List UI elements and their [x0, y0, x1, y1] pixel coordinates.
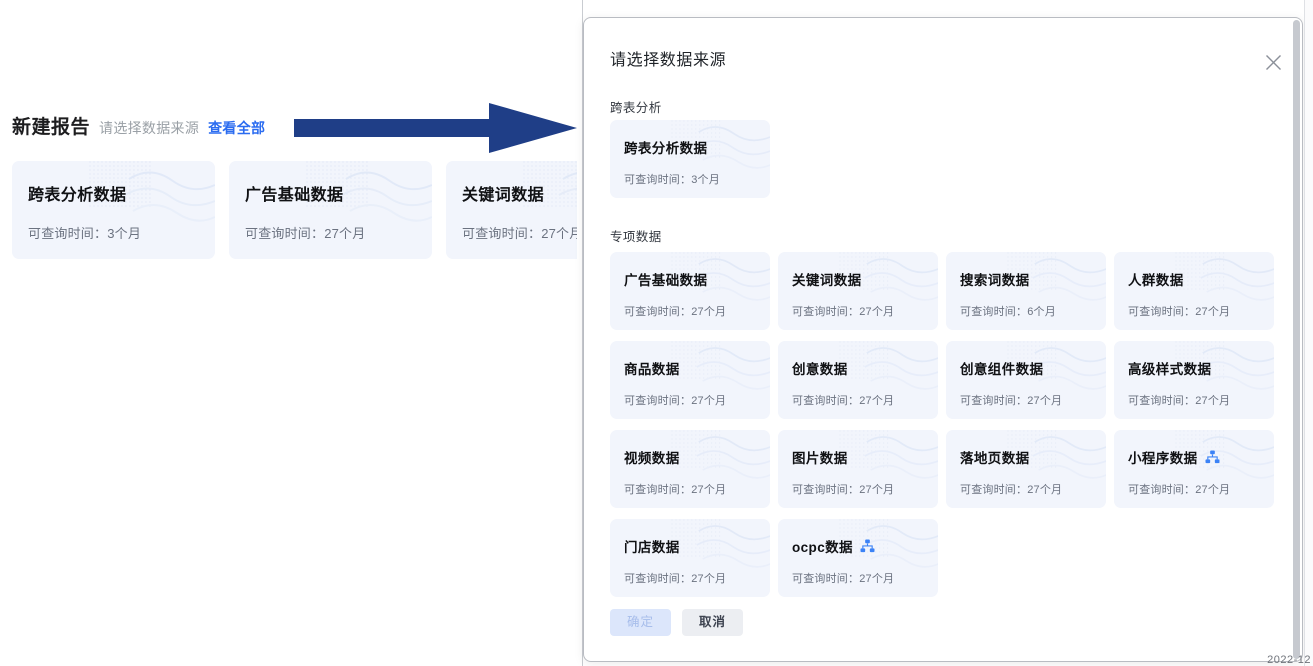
card-title-row: 人群数据 — [1128, 269, 1274, 289]
card-subtitle: 可查询时间：27个月 — [624, 306, 727, 318]
data-source-card[interactable]: 高级样式数据可查询时间：27个月 — [1114, 341, 1274, 419]
cancel-button[interactable]: 取消 — [682, 609, 744, 636]
card-title-row: 视频数据 — [624, 447, 770, 467]
card-title: 关键词数据 — [462, 187, 545, 204]
card-title-row: 图片数据 — [792, 447, 938, 467]
sitemap-icon[interactable] — [1205, 450, 1220, 464]
data-source-card-cross-table[interactable]: 跨表分析数据 可查询时间：3个月 — [610, 120, 770, 198]
card-title: 跨表分析数据 — [624, 141, 708, 156]
card-title: 广告基础数据 — [624, 273, 708, 288]
card-title: 跨表分析数据 — [28, 187, 127, 204]
data-source-card[interactable]: 小程序数据可查询时间：27个月 — [1114, 430, 1274, 508]
card-subtitle: 可查询时间：27个月 — [624, 395, 727, 407]
page-subtitle: 请选择数据来源 — [99, 120, 200, 136]
card-title-row: 广告基础数据 — [624, 269, 770, 289]
card-subtitle: 可查询时间：27个月 — [624, 573, 727, 585]
card-title: 创意数据 — [792, 362, 848, 377]
close-icon[interactable] — [1259, 48, 1287, 76]
card-title: 视频数据 — [624, 451, 680, 466]
card-title-row: 商品数据 — [624, 358, 770, 378]
data-source-card[interactable]: 落地页数据可查询时间：27个月 — [946, 430, 1106, 508]
page-header: 新建报告 请选择数据来源 查看全部 — [12, 112, 265, 139]
card-decoration — [89, 161, 215, 222]
scrollbar-thumb[interactable] — [1293, 20, 1300, 659]
card-title-row: 搜索词数据 — [960, 269, 1106, 289]
data-source-card[interactable]: 搜索词数据可查询时间：6个月 — [946, 252, 1106, 330]
card-title-row: 门店数据 — [624, 536, 770, 556]
card-title-row: 小程序数据 — [1128, 447, 1274, 467]
card-subtitle: 可查询时间：27个月 — [960, 395, 1063, 407]
data-source-card[interactable]: 门店数据可查询时间：27个月 — [610, 519, 770, 597]
card-title-row: 高级样式数据 — [1128, 358, 1274, 378]
card-title: 图片数据 — [792, 451, 848, 466]
card-title: 人群数据 — [1128, 273, 1184, 288]
card-subtitle: 可查询时间：27个月 — [960, 484, 1063, 496]
view-all-link[interactable]: 查看全部 — [208, 120, 266, 136]
data-source-card[interactable]: 广告基础数据可查询时间：27个月 — [610, 252, 770, 330]
select-data-source-dialog: 请选择数据来源 跨表分析 跨表分析数据 可查询时间：3个月 专 — [583, 17, 1303, 662]
data-source-card[interactable]: 关键词数据可查询时间：27个月 — [778, 252, 938, 330]
sitemap-icon[interactable] — [860, 539, 875, 553]
card-title: 搜索词数据 — [960, 273, 1030, 288]
card-title: ocpc数据 — [792, 540, 853, 555]
card-title: 门店数据 — [624, 540, 680, 555]
backdrop-data-source-card[interactable]: 跨表分析数据 可查询时间：3个月 — [12, 161, 215, 259]
section-label-special-data: 专项数据 — [610, 230, 662, 244]
data-source-card[interactable]: ocpc数据可查询时间：27个月 — [778, 519, 938, 597]
data-source-card[interactable]: 商品数据可查询时间：27个月 — [610, 341, 770, 419]
card-title: 高级样式数据 — [1128, 362, 1212, 377]
confirm-button[interactable]: 确定 — [610, 609, 672, 636]
card-subtitle: 可查询时间：27个月 — [1128, 306, 1231, 318]
card-subtitle: 可查询时间：27个月 — [462, 226, 583, 241]
data-source-card[interactable]: 创意组件数据可查询时间：27个月 — [946, 341, 1106, 419]
backdrop-data-source-card[interactable]: 广告基础数据 可查询时间：27个月 — [229, 161, 432, 259]
card-title: 小程序数据 — [1128, 451, 1198, 466]
card-subtitle: 可查询时间：3个月 — [28, 226, 142, 241]
dialog-scrollbar[interactable] — [1293, 20, 1300, 659]
special-data-card-grid: 广告基础数据可查询时间：27个月关键词数据可查询时间：27个月搜索词数据可查询时… — [610, 252, 1274, 597]
watermark-timestamp: 2022-12 — [1267, 654, 1311, 666]
data-source-card[interactable]: 人群数据可查询时间：27个月 — [1114, 252, 1274, 330]
card-title: 广告基础数据 — [245, 187, 344, 204]
data-source-card[interactable]: 图片数据可查询时间：27个月 — [778, 430, 938, 508]
card-subtitle: 可查询时间：27个月 — [792, 573, 895, 585]
data-source-card[interactable]: 创意数据可查询时间：27个月 — [778, 341, 938, 419]
card-subtitle: 可查询时间：27个月 — [1128, 395, 1231, 407]
close-x-glyph — [1265, 54, 1281, 70]
card-subtitle: 可查询时间：27个月 — [624, 484, 727, 496]
card-title: 落地页数据 — [960, 451, 1030, 466]
dialog-title: 请选择数据来源 — [610, 52, 727, 69]
card-title-row: 创意组件数据 — [960, 358, 1106, 378]
card-title-row: 创意数据 — [792, 358, 938, 378]
card-subtitle: 可查询时间：27个月 — [792, 395, 895, 407]
card-title-row: 关键词数据 — [792, 269, 938, 289]
section-label-cross-table: 跨表分析 — [610, 101, 662, 115]
card-title-row: ocpc数据 — [792, 536, 938, 556]
underlying-page-left-sliver — [577, 0, 583, 666]
card-title-row: 落地页数据 — [960, 447, 1106, 467]
card-subtitle: 可查询时间：3个月 — [624, 174, 720, 186]
card-subtitle: 可查询时间：27个月 — [792, 484, 895, 496]
underlying-page-right-sliver — [1304, 0, 1313, 666]
dialog-footer: 确定 取消 — [610, 609, 744, 636]
card-title: 商品数据 — [624, 362, 680, 377]
card-title: 关键词数据 — [792, 273, 862, 288]
cross-table-card-grid: 跨表分析数据 可查询时间：3个月 — [610, 120, 770, 198]
card-subtitle: 可查询时间：27个月 — [245, 226, 366, 241]
page-title: 新建报告 — [12, 117, 91, 138]
data-source-card[interactable]: 视频数据可查询时间：27个月 — [610, 430, 770, 508]
card-subtitle: 可查询时间：27个月 — [792, 306, 895, 318]
card-decoration — [306, 161, 432, 222]
card-title: 创意组件数据 — [960, 362, 1044, 377]
card-subtitle: 可查询时间：27个月 — [1128, 484, 1231, 496]
card-subtitle: 可查询时间：6个月 — [960, 306, 1056, 318]
